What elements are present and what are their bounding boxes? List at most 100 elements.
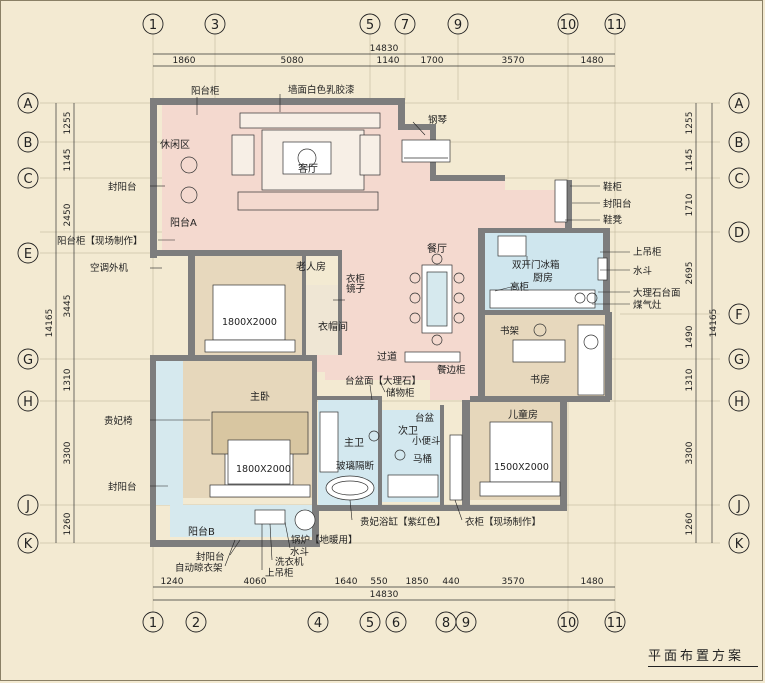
dim-top-total: 14830 [370, 44, 399, 54]
room-balcony-b: 阳台B [188, 525, 215, 538]
dim-bottom-seg: 440 [442, 577, 459, 587]
label-washer: 洗衣机 [275, 556, 304, 568]
label-storage: 储物柜 [386, 387, 415, 399]
label-shoe-stool: 鞋凳 [603, 214, 623, 226]
room-dining: 餐厅 [427, 242, 447, 255]
grid-label: 5 [366, 18, 374, 33]
label-bathtub: 贵妃浴缸【紫红色】 [360, 516, 446, 528]
room-second-bath: 次卫 [398, 424, 418, 437]
dim-right-seg: 1145 [685, 149, 695, 172]
grid-label: H [734, 395, 744, 410]
room-study: 书房 [530, 373, 550, 386]
dim-left-seg: 1260 [63, 512, 73, 535]
grid-bubbles [17, 13, 750, 633]
dim-right-seg: 1255 [685, 112, 695, 135]
label-balcony-cab-made: 阳台柜【现场制作】 [57, 235, 143, 247]
dim-right-seg: 1310 [685, 368, 695, 391]
dim-right-seg: 3300 [685, 441, 695, 464]
grid-label: 8 [442, 616, 450, 631]
dim-left-total: 14165 [45, 309, 55, 338]
room-corridor: 过道 [377, 350, 397, 363]
room-living: 客厅 [298, 162, 318, 175]
room-labels: 客厅 餐厅 休闲区 阳台A 老人房 主卧 书房 厨房 过道 主卫 次卫 儿童房 … [160, 138, 553, 538]
grid-label: 7 [401, 18, 409, 33]
label-tall-cab: 高柜 [510, 281, 530, 293]
dim-left-seg: 1145 [63, 149, 73, 172]
room-kitchen: 厨房 [533, 271, 553, 284]
label-marble-top: 大理石台面 [633, 287, 681, 299]
room-child: 儿童房 [508, 408, 538, 421]
grid-label: 11 [607, 18, 624, 33]
drawing-title: 平面布置方案 [648, 645, 758, 667]
grid-label: 10 [560, 18, 577, 33]
dim-bottom-seg: 1480 [581, 577, 604, 587]
furniture [180, 112, 608, 531]
dim-bottom-seg: 1850 [406, 577, 429, 587]
dimension-lines [55, 53, 713, 601]
label-boiler: 锅炉【地暖用】 [291, 534, 358, 546]
label-sink-balcony: 水斗 [290, 546, 309, 558]
room-elder: 老人房 [296, 260, 326, 273]
label-upper-cab-balcony: 上吊柜 [265, 567, 294, 579]
grid-label: 1 [149, 18, 157, 33]
label-upper-cab-kitchen: 上吊柜 [633, 246, 662, 258]
grid-label: J [25, 499, 30, 514]
label-bed-master: 1800X2000 [236, 464, 291, 475]
label-bed-elder: 1800X2000 [222, 317, 277, 328]
label-closed-balcony-mid: 封阳台 [108, 481, 137, 493]
label-urinal: 小便斗 [412, 435, 441, 447]
room-closet: 衣帽间 [318, 320, 348, 333]
label-wardrobe-mirror: 衣柜 [346, 273, 366, 285]
label-bed-child: 1500X2000 [494, 462, 549, 473]
grid-label: G [23, 353, 33, 368]
room-leisure: 休闲区 [160, 138, 190, 151]
label-gas-stove: 煤气灶 [633, 299, 662, 311]
dim-right-seg: 2695 [685, 262, 695, 285]
dim-top-seg: 1140 [377, 56, 400, 66]
label-shoe-cab: 鞋柜 [603, 181, 623, 193]
grid-label: E [24, 247, 32, 262]
leader-lines [150, 94, 630, 570]
label-fridge: 双开门冰箱 [512, 259, 560, 271]
label-wall-paint: 墙面白色乳胶漆 [288, 84, 355, 96]
grid-label: F [735, 308, 742, 323]
dim-right-seg: 1490 [685, 325, 695, 348]
dim-top-seg: 1860 [173, 56, 196, 66]
grid-label: K [24, 537, 33, 552]
grid-label: 9 [462, 616, 470, 631]
label-piano: 钢琴 [428, 114, 448, 126]
dim-bottom-total: 14830 [370, 590, 399, 600]
room-balcony-a: 阳台A [170, 216, 197, 229]
grid-label: 4 [314, 616, 322, 631]
grid-label: D [734, 226, 744, 241]
grid-label: B [24, 136, 33, 151]
grid-label: 1 [149, 616, 157, 631]
dim-top-seg: 1700 [421, 56, 444, 66]
dim-bottom-seg: 550 [370, 577, 387, 587]
dim-right-seg: 1710 [685, 193, 695, 216]
label-mirror: 镜子 [346, 283, 366, 295]
room-master-bath: 主卫 [344, 437, 364, 449]
grid-label: G [734, 353, 744, 368]
grid-label: 9 [454, 18, 462, 33]
dim-right-seg: 1260 [685, 512, 695, 535]
grid-label: 2 [192, 616, 200, 631]
room-master: 主卧 [250, 390, 270, 403]
label-chaise: 贵妃椅 [104, 415, 133, 427]
label-glass: 玻璃隔断 [336, 460, 375, 472]
label-basin: 台盆 [415, 412, 435, 424]
grid-label: B [735, 136, 744, 151]
grid-label: C [734, 172, 743, 187]
grid-label: 3 [211, 18, 219, 33]
label-bookshelf: 书架 [500, 326, 520, 337]
label-closed-balcony-left: 封阳台 [108, 181, 137, 193]
dim-left-seg: 2450 [63, 203, 73, 226]
dim-left-seg: 1255 [63, 112, 73, 135]
dim-right-total: 14165 [709, 309, 719, 338]
grid-label: K [735, 537, 744, 552]
grid-label: A [24, 97, 33, 112]
label-basin-marble: 台盆面【大理石】 [345, 375, 421, 387]
label-ac-unit: 空调外机 [90, 262, 129, 274]
